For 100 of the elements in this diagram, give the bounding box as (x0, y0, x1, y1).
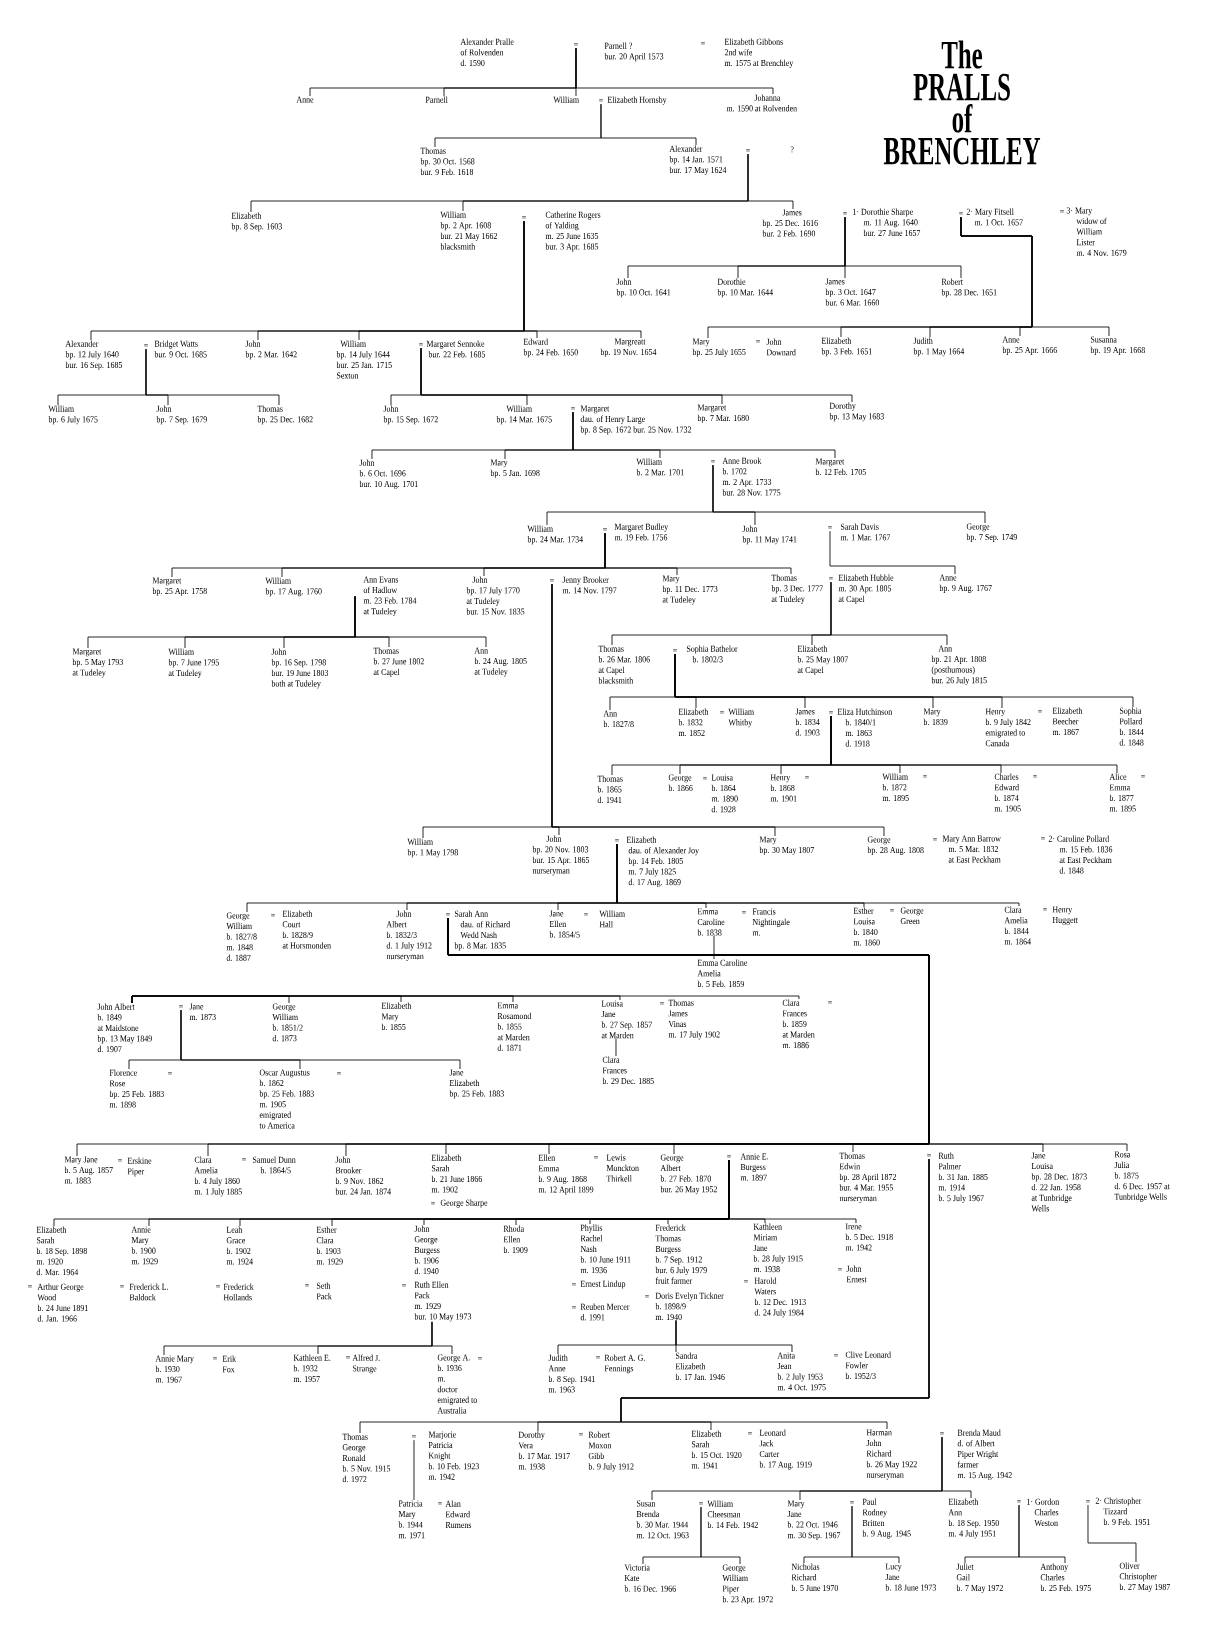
equals-sign: = (940, 1431, 944, 1435)
person-entry: Robert A. G. Fennings (604, 1354, 645, 1374)
person-entry: Rosa Julia b. 1875 d. 6 Dec. 1957 at Tunbridge Wells (1114, 1151, 1170, 1202)
person-entry: Erik Fox (222, 1355, 237, 1373)
person-entry: Ann b. 24 Aug. 1805 at Tudeley (474, 647, 527, 677)
person-entry: John bp. 10 Oct. 1641 (616, 278, 671, 298)
person-entry: Harold Waters b. 12 Dec. 1913 d. 24 July 1984 (754, 1277, 806, 1318)
person-entry: Leah Grace b. 1902 m. 1924 (226, 1226, 253, 1265)
person-entry: Edward bp. 24 Feb. 1650 (523, 338, 578, 358)
person-entry: Francis Nightingale m. (752, 908, 790, 936)
equals-sign: = (828, 1000, 832, 1004)
person-entry: Ruth Ellen Pack m. 1929 bur. 10 May 1973 (414, 1281, 472, 1322)
person-entry: Leonard Jack Carter b. 17 Aug. 1919 (759, 1429, 812, 1470)
equals-sign: = (28, 1284, 32, 1288)
person-entry: Thomas b. 1865 d. 1941 (597, 775, 623, 803)
person-entry: Elizabeth b. 1832 m. 1852 (678, 708, 709, 736)
equals-sign: = (305, 1283, 309, 1287)
person-entry: 2· Christopher Tizzard b. 9 Feb. 1951 (1095, 1497, 1150, 1525)
person-entry: Irene b. 5 Dec. 1918 m. 1942 (845, 1223, 893, 1251)
equals-sign: = (1017, 1499, 1021, 1503)
equals-sign: = (120, 1284, 124, 1288)
person-entry: William bp. 6 July 1675 (48, 405, 98, 425)
person-entry: Ellen Emma b. 9 Aug. 1868 m. 12 April 1899 (538, 1154, 594, 1195)
person-entry: Henry b. 1868 m. 1901 (770, 774, 797, 802)
person-entry: 1· Gordon Charles Weston (1027, 1498, 1060, 1526)
person-entry: Margaret bp. 7 Mar. 1680 (697, 404, 749, 423)
equals-sign: = (660, 1001, 664, 1005)
person-entry: Mary Jane b. 5 Aug. 1857 m. 1883 (64, 1156, 113, 1184)
person-entry: Judith bp. 1 May 1664 (913, 337, 965, 357)
person-entry: 2· Caroline Pollard m. 15 Feb. 1836 at East Peckham d. 1848 (1048, 835, 1113, 874)
equals-sign: = (431, 1201, 435, 1205)
equals-sign: = (1086, 1499, 1090, 1503)
descent-line (87, 595, 487, 649)
descent-line (611, 581, 948, 646)
equals-sign: = (242, 1157, 246, 1161)
person-entry: Dorothie bp. 10 Mar. 1644 (717, 278, 773, 298)
descent-line (557, 1320, 793, 1355)
person-entry: Mary bp. 5 Jan. 1698 (490, 459, 540, 478)
equals-sign: = (890, 908, 894, 912)
person-entry: Elizabeth Mary b. 1855 (381, 1002, 412, 1030)
equals-sign: = (959, 211, 963, 215)
person-entry: Emma Caroline Amelia b. 5 Feb. 1859 (697, 959, 748, 987)
person-entry: William bp. 7 June 1795 at Tudeley (168, 648, 219, 678)
person-entry: Anne bp. 9 Aug. 1767 (939, 574, 992, 593)
equals-sign: = (673, 648, 677, 652)
person-entry: Patricia Mary b. 1944 m. 1971 (398, 1500, 425, 1539)
person-entry: Thomas b. 27 June 1802 at Capel (373, 647, 424, 677)
equals-sign: = (748, 1431, 752, 1435)
person-entry: William bp. 24 Mar. 1734 (527, 525, 583, 545)
person-entry: Mary Jane b. 22 Oct. 1946 m. 30 Sep. 1967 (787, 1500, 841, 1541)
person-entry: Nicholas Richard b. 5 June 1970 (791, 1563, 838, 1591)
person-entry: Erskine Piper (127, 1157, 152, 1177)
equals-sign: = (1043, 907, 1047, 911)
equals-sign: = (838, 1267, 842, 1271)
equals-sign: = (118, 1158, 122, 1162)
person-entry: Seth Pack (316, 1282, 332, 1300)
person-entry: Alexander bp. 14 Jan. 1571 bur. 17 May 1624 (669, 145, 727, 175)
person-entry: Thomas bp. 3 Dec. 1777 at Tudeley (771, 574, 823, 604)
person-entry: Anne (296, 96, 314, 103)
equals-sign: = (572, 1282, 576, 1286)
person-entry: Paul Rodney Britten b. 9 Aug. 1945 (862, 1498, 911, 1539)
person-entry: Mary bp. 30 May 1807 (759, 836, 814, 855)
equals-sign: = (615, 838, 619, 842)
person-entry: Emma Caroline b. 1838 (697, 908, 725, 936)
person-entry: John Albert b. 1832/3 d. 1 July 1912 nurseryman (386, 910, 432, 962)
equals-sign: = (438, 1501, 442, 1505)
person-entry: John b. 6 Oct. 1696 bur. 10 Aug. 1701 (359, 459, 418, 489)
equals-sign: = (1060, 209, 1064, 213)
person-entry: John bp. 17 July 1770 at Tudeley bur. 15 Nov. 1835 (466, 576, 525, 615)
equals-sign: = (701, 41, 705, 45)
person-entry: George Sharpe (440, 1199, 488, 1208)
person-entry: Elizabeth dau. of Alexander Joy bp. 14 Feb. 1805 m. 7 July 1825 d. 17 Aug. 1869 (626, 836, 699, 888)
person-entry: William Hall (599, 910, 625, 928)
person-entry: Samuel Dunn b. 1864/5 (252, 1156, 296, 1174)
person-entry: Clara Frances b. 29 Dec. 1885 (602, 1056, 654, 1084)
person-entry: Elizabeth bp. 8 Sep. 1603 (231, 212, 282, 232)
person-entry: Phyllis Rachel Nash b. 10 June 1911 m. 1936 (580, 1224, 631, 1274)
person-entry: Bridget Watts bur. 9 Oct. 1685 (154, 340, 207, 358)
person-entry: John bp. 16 Sep. 1798 bur. 19 June 1803 both at Tudeley (271, 648, 329, 689)
person-entry: Doris Evelyn Tickner b. 1898/9 m. 1940 (655, 1292, 724, 1320)
person-entry: Sophia Pollard b. 1844 d. 1848 (1119, 707, 1144, 746)
equals-sign: = (603, 527, 607, 531)
person-entry: William (553, 96, 579, 103)
person-entry: Anne bp. 25 Apr. 1666 (1002, 336, 1057, 355)
equals-sign: = (213, 1356, 217, 1360)
person-entry: Sarah Davis m. 1 Mar. 1767 (840, 523, 891, 541)
person-entry: Margaret Sennoke bur. 22 Feb. 1685 (426, 340, 486, 358)
person-entry: Jenny Brooker m. 14 Nov. 1797 (562, 576, 617, 594)
equals-sign: = (478, 1356, 482, 1360)
person-entry: Alexander Pralle of Rolvenden d. 1590 (460, 38, 514, 66)
equals-sign: = (829, 576, 833, 580)
equals-sign: = (550, 578, 554, 582)
person-entry: Elizabeth Sarah b. 15 Oct. 1920 m. 1941 (691, 1430, 742, 1469)
person-entry: Charles Edward b. 1874 m. 1905 (994, 773, 1021, 812)
person-entry: William Cheesman b. 14 Feb. 1942 (707, 1500, 758, 1528)
person-entry: Esther Louisa b. 1840 m. 1860 (853, 907, 880, 946)
person-entry: Lewis Monckton Thirkell (606, 1154, 639, 1182)
person-entry: Margreatt bp. 19 Nov. 1654 (600, 338, 657, 357)
title: The PRALLS of BRENCHLEY (883, 40, 1041, 165)
person-entry: 1· Dorothie Sharpe m. 11 Aug. 1640 bur. 27 June 1657 (853, 208, 921, 236)
